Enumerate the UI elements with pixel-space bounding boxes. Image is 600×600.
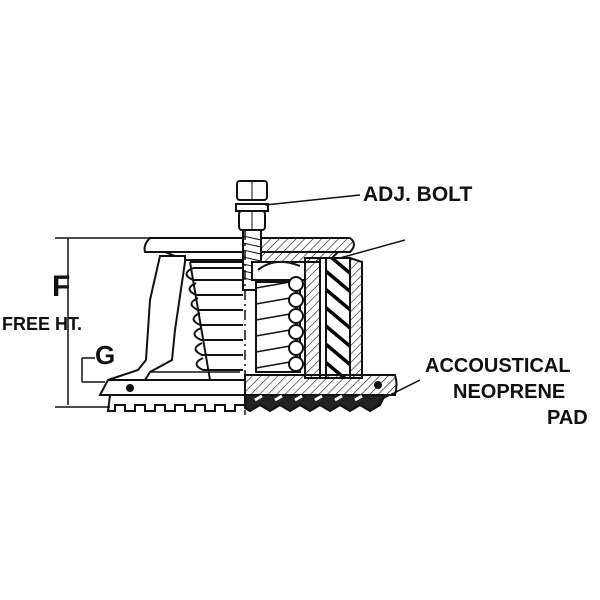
pad-label-line2: NEOPRENE [453, 381, 565, 403]
pad-label-line3: PAD [547, 407, 588, 429]
dim-g-label: G [95, 340, 115, 370]
liner-leader [339, 239, 406, 259]
housing-wall [349, 256, 363, 379]
neoprene-pad [106, 394, 387, 413]
bolt-washer [235, 203, 269, 212]
spring-section [251, 257, 327, 379]
dimension-lines [55, 237, 150, 408]
housing-left [107, 255, 240, 381]
leader-lines [264, 194, 421, 401]
pad-leader [379, 379, 421, 401]
adj-bolt-leader [264, 194, 361, 206]
neoprene-liner [325, 257, 351, 379]
adj-bolt-label: ADJ. BOLT [363, 183, 472, 206]
free-ht-label: FREE HT. [2, 314, 82, 334]
base-plate [98, 374, 398, 396]
spring-external [185, 261, 244, 381]
pad-label-line1: ACCOUSTICAL [425, 355, 571, 377]
dim-f-label: F [52, 270, 70, 303]
